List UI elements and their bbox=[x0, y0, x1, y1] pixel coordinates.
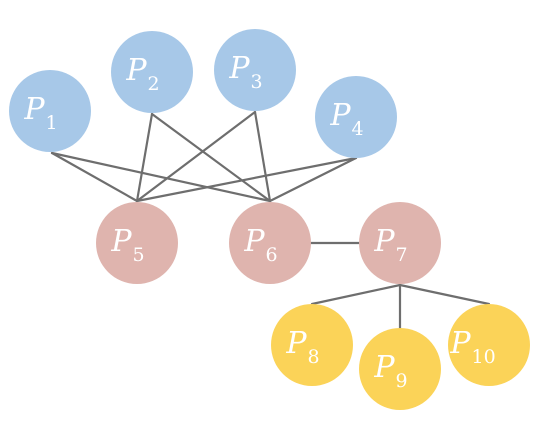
node-p9: P9 bbox=[359, 328, 441, 410]
node-circle-p6 bbox=[229, 202, 311, 284]
node-label-p4: P4 bbox=[329, 98, 363, 140]
node-circle-p4 bbox=[315, 76, 397, 158]
node-subscript: 3 bbox=[251, 71, 263, 93]
node-subscript: 5 bbox=[133, 244, 145, 266]
edge-p2-p6 bbox=[150, 112, 272, 203]
node-circle-p2 bbox=[111, 31, 193, 113]
edge-p3-p5 bbox=[135, 110, 257, 203]
node-p10: P10 bbox=[448, 304, 530, 386]
node-label-p3: P3 bbox=[228, 51, 262, 93]
node-circle-p1 bbox=[9, 70, 91, 152]
node-letter: P bbox=[243, 224, 265, 259]
node-letter: P bbox=[329, 98, 351, 133]
node-p6: P6 bbox=[229, 202, 311, 284]
node-p5: P5 bbox=[96, 202, 178, 284]
node-subscript: 4 bbox=[352, 118, 364, 140]
edge-layer bbox=[50, 110, 491, 330]
node-p8: P8 bbox=[271, 304, 353, 386]
node-p4: P4 bbox=[315, 76, 397, 158]
node-circle-p5 bbox=[96, 202, 178, 284]
node-subscript: 1 bbox=[46, 112, 58, 134]
node-p2: P2 bbox=[111, 31, 193, 113]
node-p3: P3 bbox=[214, 29, 296, 111]
node-p1: P1 bbox=[9, 70, 91, 152]
edge-p3-p6 bbox=[253, 110, 272, 203]
node-p7: P7 bbox=[359, 202, 441, 284]
node-letter: P bbox=[449, 326, 471, 361]
edge-p1-p5 bbox=[50, 151, 139, 203]
node-circle-p10 bbox=[448, 304, 530, 386]
node-label-p1: P1 bbox=[23, 92, 57, 134]
node-subscript: 7 bbox=[396, 244, 408, 266]
edge-p2-p5 bbox=[135, 112, 154, 203]
node-label-p10: P10 bbox=[449, 326, 495, 368]
edge-p4-p6 bbox=[268, 156, 358, 203]
edge-p1-p6 bbox=[50, 151, 272, 203]
node-letter: P bbox=[373, 224, 395, 259]
node-label-p5: P5 bbox=[110, 224, 144, 266]
node-label-p2: P2 bbox=[125, 53, 159, 95]
node-subscript: 8 bbox=[308, 346, 320, 368]
node-label-p7: P7 bbox=[373, 224, 407, 266]
node-subscript: 9 bbox=[396, 370, 408, 392]
node-letter: P bbox=[373, 350, 395, 385]
node-subscript: 6 bbox=[266, 244, 278, 266]
node-label-p9: P9 bbox=[373, 350, 407, 392]
edge-p4-p5 bbox=[135, 156, 358, 203]
edge-p7-p8 bbox=[310, 283, 402, 306]
node-letter: P bbox=[23, 92, 45, 127]
node-circle-p7 bbox=[359, 202, 441, 284]
node-circle-p9 bbox=[359, 328, 441, 410]
edge-p7-p10 bbox=[398, 283, 491, 306]
node-label-p8: P8 bbox=[285, 326, 319, 368]
node-letter: P bbox=[285, 326, 307, 361]
node-letter: P bbox=[228, 51, 250, 86]
node-circle-p8 bbox=[271, 304, 353, 386]
node-circle-p3 bbox=[214, 29, 296, 111]
node-label-p6: P6 bbox=[243, 224, 277, 266]
node-subscript: 2 bbox=[148, 73, 160, 95]
node-letter: P bbox=[110, 224, 132, 259]
node-letter: P bbox=[125, 53, 147, 88]
node-subscript: 10 bbox=[472, 346, 496, 368]
